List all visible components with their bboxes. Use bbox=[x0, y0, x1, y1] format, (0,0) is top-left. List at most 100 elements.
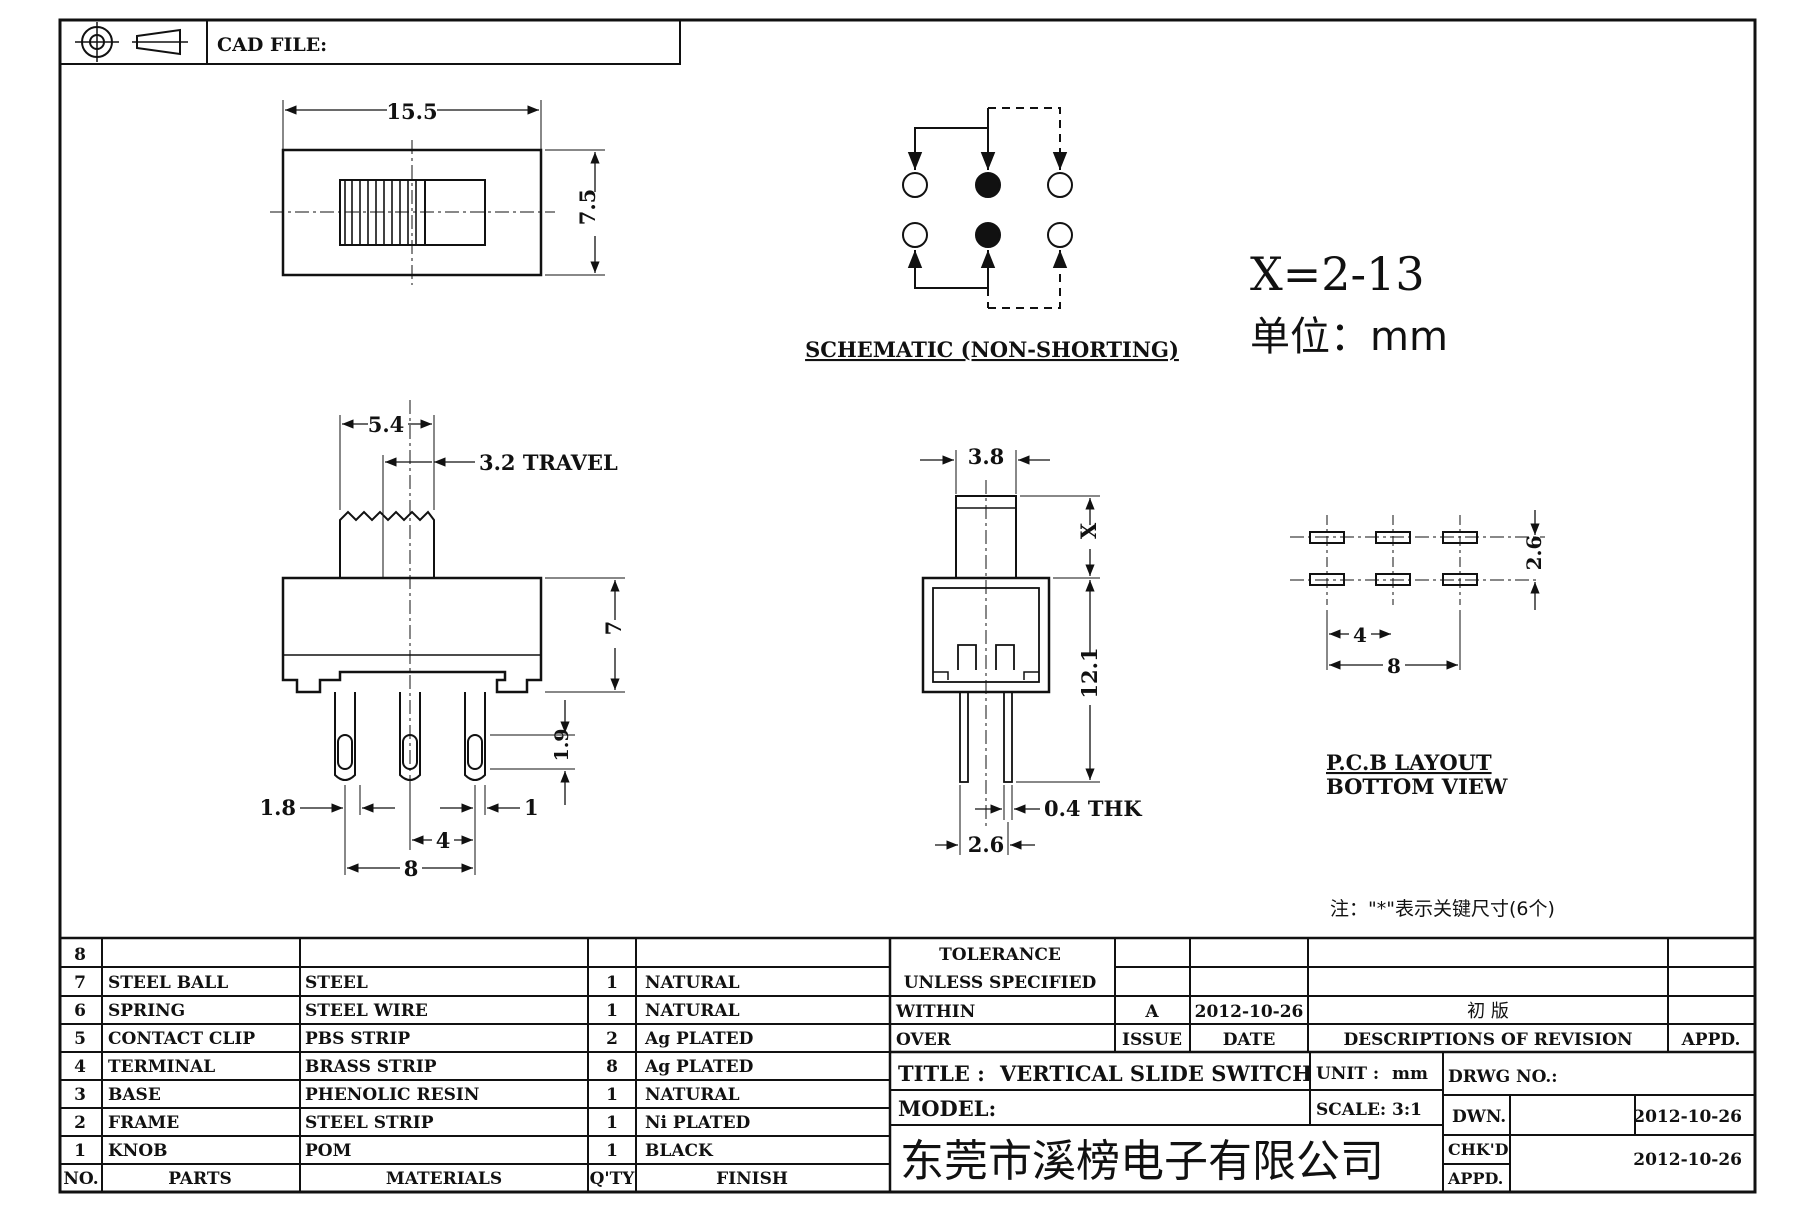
revision-date-value: 2012-10-26 bbox=[1195, 1002, 1304, 1022]
pcb-dim-8: 8 bbox=[1387, 654, 1401, 678]
tolerance-title: TOLERANCE bbox=[939, 945, 1061, 965]
bom-row-7-part: STEEL BALL bbox=[108, 973, 228, 993]
company-name: 东莞市溪榜电子有限公司 bbox=[900, 1136, 1384, 1187]
bom-header-materials: MATERIALS bbox=[386, 1169, 502, 1189]
tolerance-over: OVER bbox=[896, 1030, 952, 1050]
tolerance-subtitle: UNLESS SPECIFIED bbox=[904, 973, 1097, 993]
cad-header: CAD FILE: bbox=[59, 19, 681, 65]
revision-issue-label: ISSUE bbox=[1122, 1030, 1182, 1050]
bom-row-2-material: STEEL STRIP bbox=[305, 1113, 434, 1133]
bom-row-5-part: CONTACT CLIP bbox=[108, 1029, 255, 1049]
side-view bbox=[281, 400, 625, 875]
bom-header-finish: FINISH bbox=[716, 1169, 788, 1189]
top-height-dim: 7.5 bbox=[575, 189, 600, 226]
bom-row-3-qty: 1 bbox=[606, 1085, 618, 1105]
front-dim-x: X bbox=[1076, 522, 1101, 539]
bom-header-qty: Q'TY bbox=[590, 1169, 636, 1189]
side-travel-dim: 3.2 TRAVEL bbox=[479, 450, 618, 475]
bom-row-5-no: 5 bbox=[74, 1029, 86, 1049]
front-dim-2-6: 2.6 bbox=[968, 832, 1005, 857]
scale-label: SCALE: bbox=[1316, 1100, 1386, 1120]
pcb-dim-2-6: 2.6 bbox=[1522, 536, 1546, 571]
side-dim-1: 1 bbox=[524, 795, 539, 820]
bom-row-6-part: SPRING bbox=[108, 1001, 185, 1021]
bom-row-6-finish: NATURAL bbox=[645, 1001, 740, 1021]
bom-row-3-no: 3 bbox=[74, 1085, 86, 1105]
front-view bbox=[920, 450, 1100, 855]
side-dim-1-8: 1.8 bbox=[259, 795, 296, 820]
bom-row-3-material: PHENOLIC RESIN bbox=[305, 1085, 479, 1105]
bom-row-6-no: 6 bbox=[74, 1001, 86, 1021]
bom-row-3-finish: NATURAL bbox=[645, 1085, 740, 1105]
schematic-diagram bbox=[902, 107, 1073, 309]
bom-row-1-qty: 1 bbox=[606, 1141, 618, 1161]
bom-row-2-finish: Ni PLATED bbox=[645, 1113, 751, 1133]
unit-note: 单位：mm bbox=[1250, 314, 1448, 360]
dwn-date: 2012-10-26 bbox=[1633, 1107, 1742, 1127]
scale-value: 3:1 bbox=[1392, 1100, 1422, 1120]
bom-header-no: NO. bbox=[63, 1169, 98, 1189]
chkd-label: CHK'D bbox=[1448, 1140, 1509, 1159]
bom-row-4-qty: 8 bbox=[606, 1057, 618, 1077]
revision-date-label: DATE bbox=[1223, 1030, 1276, 1050]
pcb-label-line2: BOTTOM VIEW bbox=[1326, 774, 1508, 799]
bom-row-4-material: BRASS STRIP bbox=[305, 1057, 437, 1077]
bom-row-4-no: 4 bbox=[74, 1057, 86, 1077]
revision-appd-label: APPD. bbox=[1681, 1030, 1741, 1050]
front-dim-12-1: 12.1 bbox=[1077, 647, 1102, 698]
front-thk-dim: 0.4 THK bbox=[1044, 796, 1142, 821]
dwn-label: DWN. bbox=[1452, 1107, 1506, 1127]
revision-desc-label: DESCRIPTIONS OF REVISION bbox=[1343, 1030, 1632, 1050]
revision-issue-value: A bbox=[1144, 1002, 1159, 1022]
side-dim-5-4: 5.4 bbox=[368, 412, 405, 437]
pcb-dim-4: 4 bbox=[1353, 623, 1367, 647]
bom-row-1-material: POM bbox=[305, 1141, 352, 1161]
bom-row-7-qty: 1 bbox=[606, 973, 618, 993]
appd-label: APPD. bbox=[1447, 1169, 1503, 1188]
bom-rows: 8 7 STEEL BALL STEEL 1 NATURAL 6 SPRING … bbox=[63, 945, 788, 1189]
front-dim-3-8: 3.8 bbox=[968, 444, 1005, 469]
bom-row-8-no: 8 bbox=[74, 945, 86, 965]
side-dim-7: 7 bbox=[601, 621, 626, 636]
drwg-no-label: DRWG NO.: bbox=[1448, 1067, 1558, 1087]
unit-label: UNIT : bbox=[1316, 1064, 1379, 1084]
bom-row-5-qty: 2 bbox=[606, 1029, 618, 1049]
pcb-layout bbox=[1290, 510, 1545, 670]
title-label: TITLE : bbox=[898, 1061, 985, 1086]
bom-row-1-part: KNOB bbox=[108, 1141, 168, 1161]
projection-symbol-icon bbox=[75, 22, 188, 62]
bom-row-4-part: TERMINAL bbox=[108, 1057, 215, 1077]
unit-value: mm bbox=[1392, 1064, 1428, 1084]
sheet-border bbox=[58, 18, 1757, 1194]
bom-row-3-part: BASE bbox=[108, 1085, 161, 1105]
key-dims-note: 注："*"表示关键尺寸(6个) bbox=[1330, 898, 1555, 920]
side-dim-4: 4 bbox=[436, 828, 451, 853]
bom-row-2-qty: 1 bbox=[606, 1113, 618, 1133]
revision-grid bbox=[890, 938, 1755, 1054]
tolerance-within: WITHIN bbox=[895, 1002, 975, 1022]
bom-row-5-finish: Ag PLATED bbox=[644, 1029, 754, 1049]
chkd-date: 2012-10-26 bbox=[1633, 1150, 1742, 1170]
bom-row-2-no: 2 bbox=[74, 1113, 86, 1133]
bom-row-1-finish: BLACK bbox=[645, 1141, 714, 1161]
x-range-note: X=2-13 bbox=[1250, 247, 1425, 301]
revision-description-value: 初 版 bbox=[1467, 1001, 1509, 1022]
bom-row-4-finish: Ag PLATED bbox=[644, 1057, 754, 1077]
bom-row-7-material: STEEL bbox=[305, 973, 368, 993]
side-dim-1-9: 1.9 bbox=[551, 728, 573, 761]
bom-row-7-finish: NATURAL bbox=[645, 973, 740, 993]
bom-table bbox=[60, 936, 1755, 1192]
bom-row-2-part: FRAME bbox=[108, 1113, 179, 1133]
side-dim-8: 8 bbox=[404, 856, 419, 881]
cad-file-label: CAD FILE: bbox=[217, 34, 327, 56]
bom-row-5-material: PBS STRIP bbox=[305, 1029, 410, 1049]
bom-row-1-no: 1 bbox=[74, 1141, 86, 1161]
bom-row-6-material: STEEL WIRE bbox=[305, 1001, 428, 1021]
title-value: VERTICAL SLIDE SWITCH bbox=[999, 1061, 1312, 1086]
model-label: MODEL: bbox=[898, 1096, 996, 1121]
pcb-label-line1: P.C.B LAYOUT bbox=[1326, 750, 1492, 775]
bom-row-6-qty: 1 bbox=[606, 1001, 618, 1021]
bom-row-7-no: 7 bbox=[74, 973, 86, 993]
top-view bbox=[270, 100, 605, 285]
